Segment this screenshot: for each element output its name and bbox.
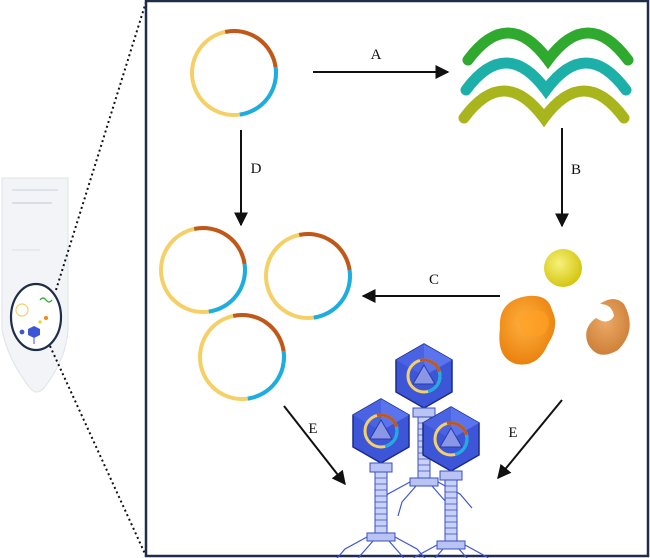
edge-b-label: B (571, 162, 581, 178)
edge-e-left-label: E (308, 421, 317, 437)
edge-d-label: D (251, 161, 262, 177)
tube-zoom-lens (11, 284, 61, 350)
microcentrifuge-tube-icon (2, 2, 146, 556)
zoom-line-bottom (50, 346, 146, 556)
edge-c-label: C (429, 272, 439, 288)
edge-e-right-label: E (508, 425, 517, 441)
zoom-line-top (56, 2, 146, 290)
edge-a-label: A (371, 47, 382, 63)
